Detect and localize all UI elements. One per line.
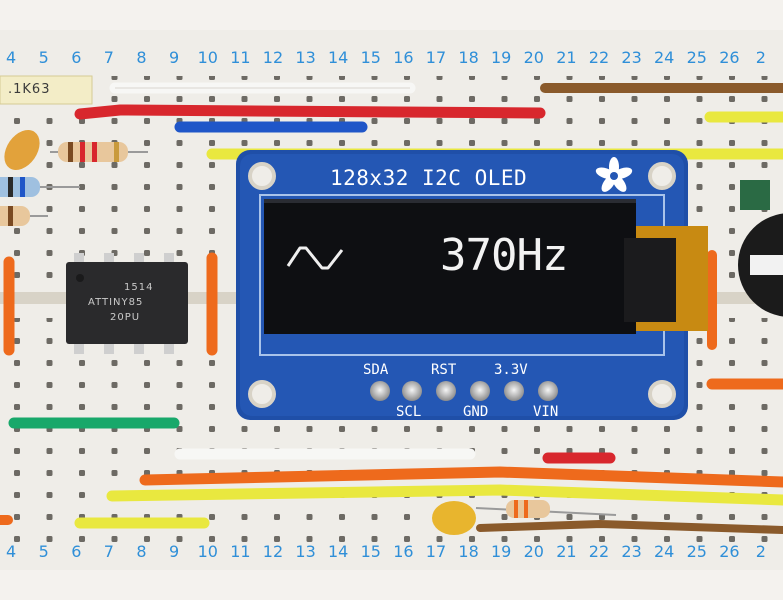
attiny-chip bbox=[66, 253, 188, 354]
column-number-top-17: 21 bbox=[556, 48, 577, 67]
red-wire bbox=[74, 104, 546, 120]
column-number-bottom-10: 14 bbox=[328, 542, 349, 561]
pin-label-scl: SCL bbox=[396, 404, 422, 420]
column-number-bottom-0: 4 bbox=[6, 542, 17, 561]
column-number-top-5: 9 bbox=[169, 48, 180, 67]
brown-wire-bottom bbox=[476, 519, 783, 534]
column-number-top-20: 24 bbox=[654, 48, 675, 67]
column-number-top-22: 26 bbox=[719, 48, 740, 67]
column-number-bottom-7: 11 bbox=[230, 542, 251, 561]
column-number-bottom-14: 18 bbox=[458, 542, 479, 561]
column-number-top-18: 22 bbox=[588, 48, 610, 67]
column-number-top-15: 19 bbox=[491, 48, 512, 67]
module-title: 128x32 I2C OLED bbox=[330, 166, 528, 190]
column-number-bottom-3: 7 bbox=[103, 542, 114, 561]
chip-marking-line1: 1514 bbox=[124, 282, 154, 293]
column-number-top-6: 10 bbox=[197, 48, 218, 67]
column-number-top-1: 5 bbox=[38, 48, 49, 67]
column-number-bottom-1: 5 bbox=[38, 542, 49, 561]
column-number-bottom-21: 25 bbox=[686, 542, 707, 561]
resistor-bottom bbox=[475, 500, 617, 518]
flower-logo-icon bbox=[595, 157, 633, 192]
orange-wire-long bbox=[139, 466, 783, 488]
capacitor-label: .1K63 bbox=[8, 82, 51, 97]
pin-label-3v3: 3.3V bbox=[494, 362, 528, 378]
oled-module bbox=[236, 150, 708, 420]
column-number-top-3: 7 bbox=[103, 48, 114, 67]
yellow-wire-long bbox=[106, 484, 783, 506]
column-number-top-23: 2 bbox=[755, 48, 766, 67]
resistor-1 bbox=[50, 142, 148, 162]
column-number-bottom-18: 22 bbox=[588, 542, 610, 561]
column-number-top-16: 20 bbox=[523, 48, 544, 67]
column-number-top-19: 23 bbox=[621, 48, 642, 67]
column-number-bottom-12: 16 bbox=[393, 542, 414, 561]
frequency-readout: 370Hz bbox=[440, 230, 568, 281]
column-number-top-21: 25 bbox=[686, 48, 707, 67]
column-number-bottom-19: 23 bbox=[621, 542, 642, 561]
chip-marking-line3: 20PU bbox=[110, 312, 141, 323]
column-number-top-10: 14 bbox=[328, 48, 349, 67]
header-pins bbox=[370, 381, 558, 401]
column-number-bottom-15: 19 bbox=[491, 542, 512, 561]
column-number-bottom-16: 20 bbox=[523, 542, 544, 561]
yellow-capacitor bbox=[432, 501, 476, 535]
column-number-top-13: 17 bbox=[425, 48, 447, 67]
pin-label-gnd: GND bbox=[463, 404, 489, 420]
column-number-top-2: 6 bbox=[71, 48, 82, 67]
column-number-bottom-13: 17 bbox=[425, 542, 447, 561]
ceramic-capacitor bbox=[4, 130, 40, 170]
column-number-top-11: 15 bbox=[360, 48, 381, 67]
chip-marking-line2: ATTINY85 bbox=[88, 297, 144, 308]
column-number-bottom-6: 10 bbox=[197, 542, 218, 561]
column-number-bottom-5: 9 bbox=[169, 542, 180, 561]
resistor-2 bbox=[0, 177, 80, 197]
resistor-3 bbox=[0, 206, 48, 226]
column-number-bottom-8: 12 bbox=[262, 542, 284, 561]
column-number-top-12: 16 bbox=[393, 48, 414, 67]
column-number-top-9: 13 bbox=[295, 48, 316, 67]
column-number-bottom-11: 15 bbox=[360, 542, 381, 561]
pin-label-rst: RST bbox=[431, 362, 457, 378]
sine-wave-icon bbox=[286, 246, 344, 270]
pin-label-sda: SDA bbox=[363, 362, 389, 378]
column-number-bottom-9: 13 bbox=[295, 542, 316, 561]
column-number-bottom-4: 8 bbox=[136, 542, 147, 561]
column-number-top-7: 11 bbox=[230, 48, 251, 67]
column-number-bottom-23: 2 bbox=[755, 542, 766, 561]
column-number-top-4: 8 bbox=[136, 48, 147, 67]
column-number-top-0: 4 bbox=[6, 48, 17, 67]
column-number-top-14: 18 bbox=[458, 48, 479, 67]
column-number-bottom-2: 6 bbox=[71, 542, 82, 561]
capacitor-body bbox=[0, 75, 93, 105]
column-number-bottom-17: 21 bbox=[556, 542, 577, 561]
pin-label-vin: VIN bbox=[533, 404, 559, 420]
column-number-bottom-22: 26 bbox=[719, 542, 740, 561]
column-number-bottom-20: 24 bbox=[654, 542, 675, 561]
column-number-top-8: 12 bbox=[262, 48, 284, 67]
